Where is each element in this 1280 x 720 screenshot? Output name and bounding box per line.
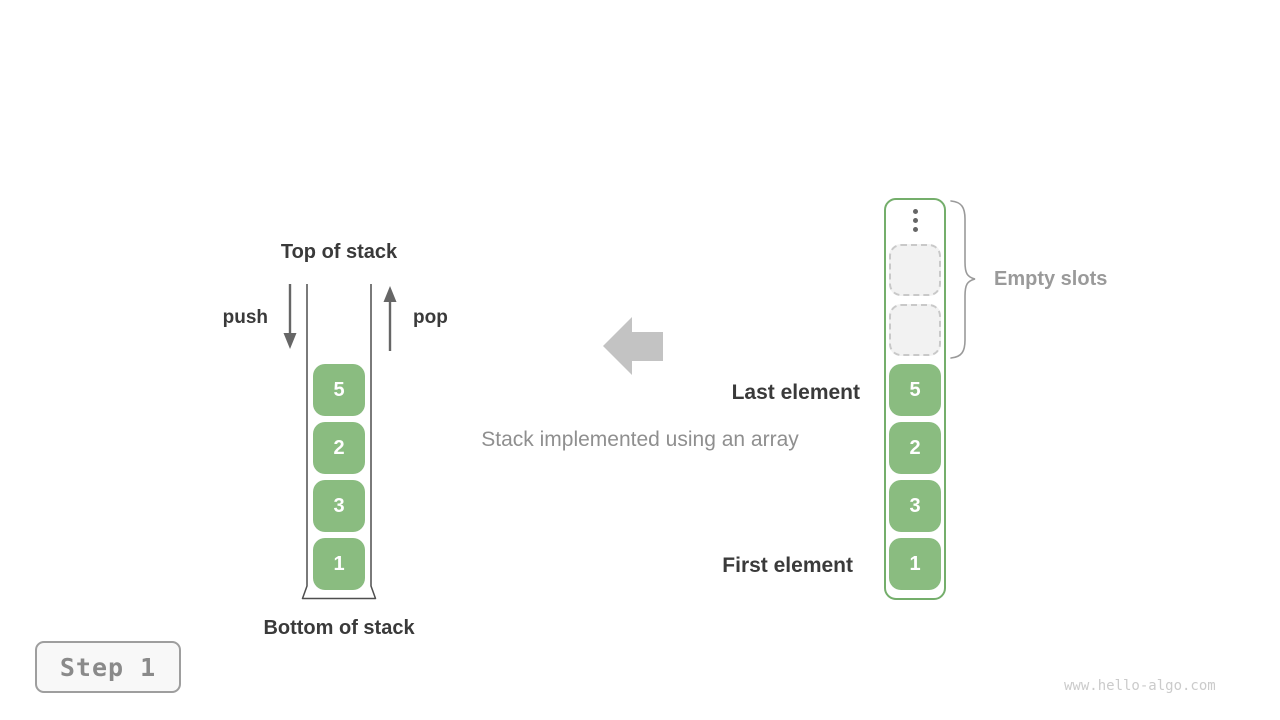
stack-cell: 3 xyxy=(313,480,365,532)
figure-caption: Stack implemented using an array xyxy=(481,428,799,451)
array-cell: 5 xyxy=(889,364,941,416)
pop-arrow-head-icon xyxy=(383,286,397,302)
stack-cell: 1 xyxy=(313,538,365,590)
push-arrow-head-icon xyxy=(283,333,297,349)
left-block-arrow-icon xyxy=(603,317,663,375)
ellipsis-dot xyxy=(912,227,918,232)
ellipsis-dot xyxy=(912,209,918,214)
empty-slots-label: Empty slots xyxy=(994,268,1108,290)
push-label: push xyxy=(222,307,268,328)
top-of-stack-label: Top of stack xyxy=(280,241,398,263)
array-cell: 2 xyxy=(889,422,941,474)
stack-cell: 5 xyxy=(313,364,365,416)
array-empty-slot xyxy=(889,244,941,296)
first-element-label: First element xyxy=(722,554,853,577)
stack-cell: 2 xyxy=(313,422,365,474)
empty-slots-brace xyxy=(950,200,976,359)
vertical-ellipsis-icon xyxy=(905,209,925,232)
array-cell: 3 xyxy=(889,480,941,532)
step-badge: Step 1 xyxy=(35,641,181,693)
array-cell: 1 xyxy=(889,538,941,590)
watermark-url: www.hello-algo.com xyxy=(1064,678,1216,694)
array-empty-slot xyxy=(889,304,941,356)
ellipsis-dot xyxy=(912,218,918,223)
bottom-of-stack-label: Bottom of stack xyxy=(263,617,415,639)
last-element-label: Last element xyxy=(731,381,860,404)
pop-label: pop xyxy=(413,307,448,328)
